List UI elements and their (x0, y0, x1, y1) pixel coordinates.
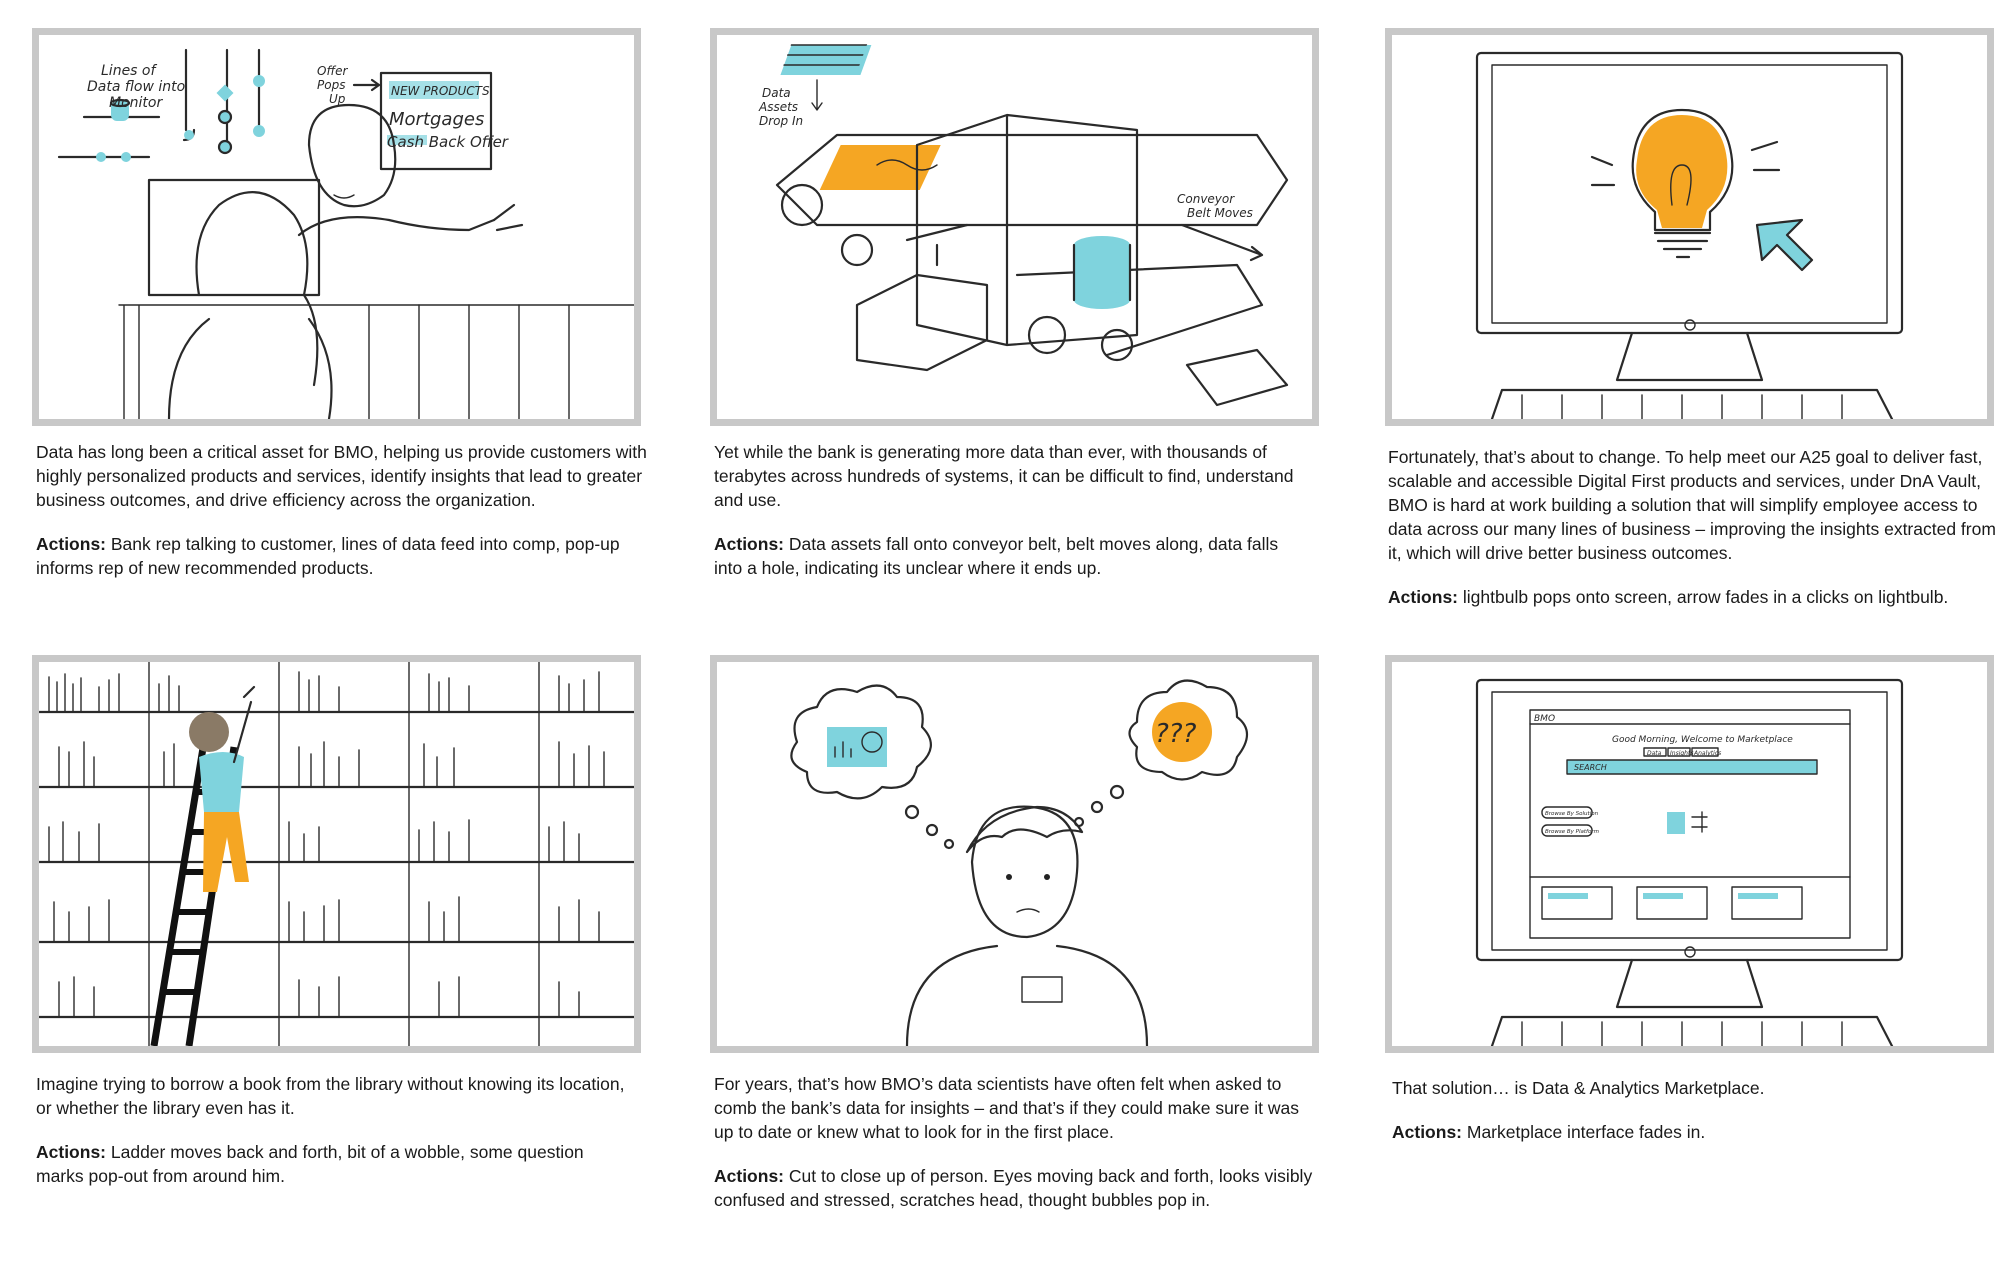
label-conveyor: Conveyor (1177, 192, 1235, 206)
label-assets: Assets (758, 100, 798, 114)
panel-6-description: That solution… is Data & Analytics Marke… (1392, 1078, 1765, 1098)
panel-3-actions: lightbulb pops onto screen, arrow fades … (1462, 587, 1949, 607)
confused-person-sketch: ??? (790, 679, 1249, 1046)
label-bmo: BMO (1534, 714, 1555, 724)
panel-6-caption: That solution… is Data & Analytics Marke… (1392, 1076, 1992, 1164)
label-welcome: Good Morning, Welcome to Marketplace (1612, 735, 1793, 745)
panel-3-caption: Fortunately, that’s about to change. To … (1388, 445, 1996, 629)
panel-1-actions: Bank rep talking to customer, lines of d… (36, 534, 620, 578)
panel-3-description: Fortunately, that’s about to change. To … (1388, 447, 1996, 563)
panel-5-description: For years, that’s how BMO’s data scienti… (714, 1074, 1299, 1142)
label-data: Data (762, 86, 791, 100)
panel-2-illustration: Data Assets Drop In Conveyor Belt Moves (710, 28, 1319, 426)
label-browse-solution: Browse By Solution (1545, 811, 1599, 817)
panel-1-caption: Data has long been a critical asset for … (36, 440, 648, 600)
panel-6-actions-label: Actions: (1392, 1122, 1462, 1142)
library-ladder-sketch (39, 662, 634, 1046)
panel-6-actions: Marketplace interface fades in. (1466, 1122, 1706, 1142)
popup-title: NEW PRODUCTS (391, 84, 490, 98)
bank-rep-sketch: Lines of Data flow into Monitor Offer Po… (57, 48, 634, 419)
panel-1-description: Data has long been a critical asset for … (36, 442, 647, 510)
panel-5-actions: Cut to close up of person. Eyes moving b… (714, 1166, 1313, 1210)
panel-4-illustration (32, 655, 641, 1053)
popup-cashback: Cash Back Offer (387, 133, 509, 151)
label-lines-of: Lines of (101, 63, 157, 79)
label-data-flow: Data flow into (87, 79, 185, 95)
label-monitor: Monitor (109, 95, 163, 111)
panel-6-illustration: BMO Good Morning, Welcome to Marketplace… (1385, 655, 1994, 1053)
panel-3-actions-label: Actions: (1388, 587, 1458, 607)
label-up: Up (329, 92, 346, 106)
panel-1-illustration: Lines of Data flow into Monitor Offer Po… (32, 28, 641, 426)
panel-5-illustration: ??? (710, 655, 1319, 1053)
panel-2-description: Yet while the bank is generating more da… (714, 442, 1294, 510)
panel-5-actions-label: Actions: (714, 1166, 784, 1186)
lightbulb-monitor-sketch (1475, 51, 1904, 419)
label-browse-platform: Browse By Platform (1545, 829, 1599, 835)
panel-4-actions-label: Actions: (36, 1142, 106, 1162)
panel-1-actions-label: Actions: (36, 534, 106, 554)
label-pops: Pops (317, 78, 345, 92)
panel-4-caption: Imagine trying to borrow a book from the… (36, 1072, 626, 1208)
label-belt-moves: Belt Moves (1187, 206, 1253, 220)
label-data-tab: Data (1647, 750, 1662, 757)
panel-2-caption: Yet while the bank is generating more da… (714, 440, 1304, 600)
panel-2-actions-label: Actions: (714, 534, 784, 554)
label-analytics-tab: Analytics (1693, 750, 1721, 757)
popup-mortgages: Mortgages (389, 109, 484, 130)
marketplace-monitor-sketch: BMO Good Morning, Welcome to Marketplace… (1475, 678, 1904, 1046)
panel-5-caption: For years, that’s how BMO’s data scienti… (714, 1072, 1314, 1232)
label-search: SEARCH (1574, 763, 1607, 772)
panel-4-description: Imagine trying to borrow a book from the… (36, 1074, 625, 1118)
panel-4-actions: Ladder moves back and forth, bit of a wo… (36, 1142, 584, 1186)
panel-3-illustration (1385, 28, 1994, 426)
label-insights-tab: Insights (1670, 750, 1693, 757)
label-drop-in: Drop In (759, 114, 803, 128)
panel-2-actions: Data assets fall onto conveyor belt, bel… (714, 534, 1279, 578)
label-offer: Offer (317, 64, 348, 78)
conveyor-belt-sketch: Data Assets Drop In Conveyor Belt Moves (758, 44, 1289, 407)
label-question-marks: ??? (1155, 719, 1197, 749)
